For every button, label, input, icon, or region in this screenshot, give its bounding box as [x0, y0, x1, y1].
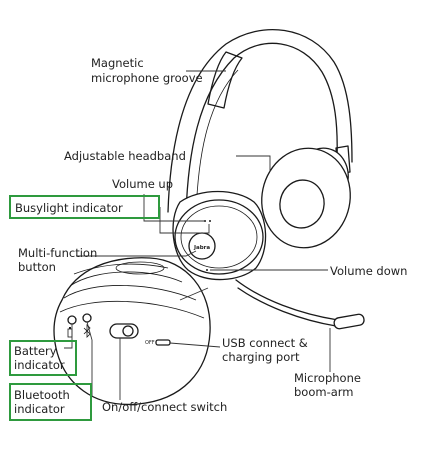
battery-highlight-box — [9, 340, 77, 376]
volume-up-dot — [204, 220, 206, 222]
label-battery-line2: indicator — [14, 358, 65, 372]
label-onoff-switch: On/off/connect switch — [102, 400, 227, 414]
volume-down-dot — [206, 269, 208, 271]
leader-usb — [169, 342, 221, 348]
right-earcup-drawing — [261, 147, 351, 249]
label-multifunction-line2: button — [18, 260, 56, 274]
label-microphone-line2: boom-arm — [294, 385, 354, 399]
label-adjustable-headband: Adjustable headband — [64, 149, 186, 163]
busylight-highlight-box — [9, 195, 160, 219]
leader-bluetooth — [86, 321, 93, 397]
leader-battery — [64, 324, 73, 349]
left-earcup-drawing: Jabra — [172, 190, 267, 281]
label-bluetooth-line1: Bluetooth — [14, 388, 70, 402]
label-volume-down: Volume down — [330, 264, 407, 278]
label-bluetooth-line2: indicator — [14, 402, 65, 416]
battery-indicator-light — [67, 315, 77, 325]
closeup-dome-drawing: OFF — [53, 257, 211, 406]
leader-volume-up — [143, 194, 204, 222]
label-microphone-line1: Microphone — [294, 371, 361, 385]
label-usb-line1: USB connect & — [222, 336, 308, 350]
label-volume-up: Volume up — [112, 177, 173, 191]
label-multifunction-line1: Multi-function — [18, 246, 97, 260]
label-battery-line1: Battery — [14, 344, 57, 358]
label-magnetic-groove-line2: microphone groove — [91, 71, 203, 85]
bluetooth-indicator-light — [82, 313, 92, 323]
leader-multifunction — [76, 250, 197, 257]
leader-zoom — [179, 287, 209, 301]
usb-port-shape — [155, 339, 171, 346]
busylight-dot — [209, 220, 211, 222]
label-busylight-indicator: Busylight indicator — [15, 201, 123, 215]
leader-headband — [236, 155, 271, 172]
label-usb-line2: charging port — [222, 350, 300, 364]
label-magnetic-groove-line1: Magnetic — [91, 56, 144, 70]
leader-lines — [64, 70, 331, 400]
microphone-boom-drawing — [235, 279, 365, 330]
leader-busylight — [159, 207, 210, 234]
brand-logo: Jabra — [193, 245, 210, 251]
bluetooth-highlight-box — [9, 383, 92, 421]
switch-off-text: OFF — [145, 340, 155, 346]
